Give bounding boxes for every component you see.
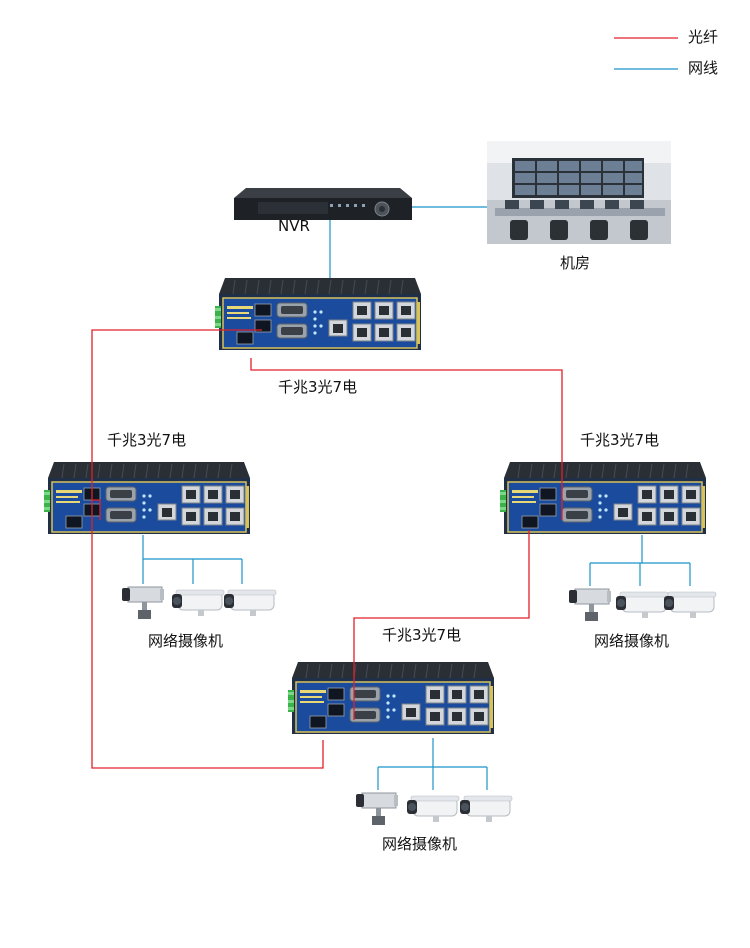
legend-fiber-label: 光纤	[688, 28, 719, 46]
switch-bottom-label: 千兆3光7电	[382, 626, 462, 644]
nvr-label: NVR	[278, 217, 310, 235]
switch-top-icon	[214, 277, 422, 351]
fiber-top-to-bottom-via-left	[91, 329, 324, 769]
switch-left-icon	[43, 461, 251, 535]
camera-right-1	[568, 588, 612, 622]
switch-left-label: 千兆3光7电	[107, 431, 187, 449]
legend-ethernet-label: 网线	[688, 59, 719, 77]
camera-right-2	[615, 591, 669, 619]
camera-bottom-3	[459, 795, 513, 823]
camera-left-1	[121, 586, 165, 620]
switch-top-label: 千兆3光7电	[278, 378, 358, 396]
camera-bottom-1	[355, 792, 399, 826]
camera-bottom-2	[406, 795, 460, 823]
ethernet-links	[142, 206, 691, 790]
cameras-left-label: 网络摄像机	[148, 632, 224, 650]
camera-left-2	[171, 589, 225, 617]
switch-right-icon	[499, 461, 707, 535]
fiber-left-switch-tap	[92, 499, 101, 520]
control-room-photo	[487, 141, 671, 244]
fiber-right-to-bottom	[353, 530, 530, 720]
camera-right-3	[663, 591, 717, 619]
camera-left-3	[223, 589, 277, 617]
nvr-recorder-icon	[233, 187, 413, 221]
fiber-top-to-right	[250, 358, 563, 520]
fiber-links	[91, 329, 563, 769]
switch-right-label: 千兆3光7电	[580, 431, 660, 449]
cameras-right-label: 网络摄像机	[594, 632, 670, 650]
switch-bottom-icon	[287, 661, 495, 735]
control-room-label: 机房	[560, 254, 591, 272]
cameras-bottom-label: 网络摄像机	[382, 835, 458, 853]
